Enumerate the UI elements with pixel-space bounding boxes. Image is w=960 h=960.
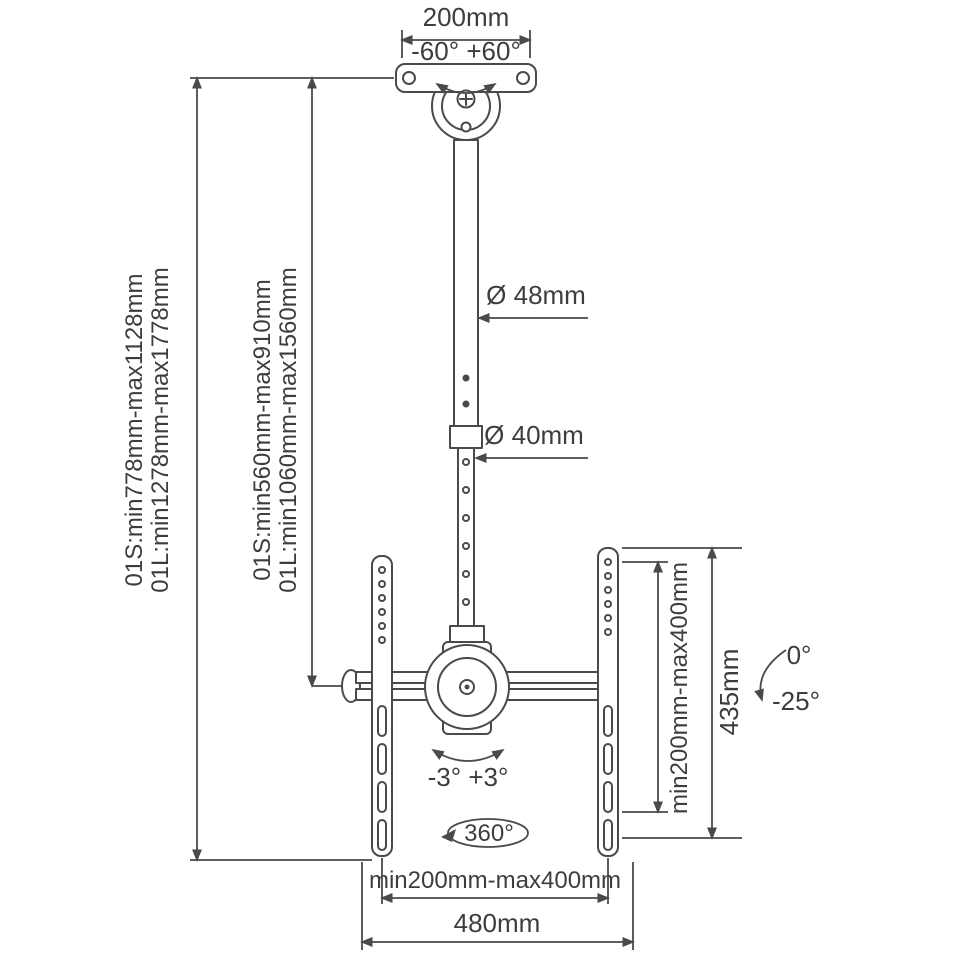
dim-vesa-horizontal: min200mm-max400mm [369, 858, 621, 904]
adjustment-hole [462, 570, 470, 578]
rotation-arrowhead [441, 829, 456, 842]
label-vesa-horizontal: min200mm-max400mm [369, 867, 621, 894]
label-height-inner-l: 01L:min1060mm-max1560mm [275, 267, 302, 592]
adjustment-hole [462, 598, 470, 606]
tilt-hub [424, 625, 510, 735]
rotation-annotation: 360° [441, 818, 529, 848]
telescopic-pole [449, 139, 483, 645]
label-bracket-height: 435mm [714, 649, 744, 736]
tube-coupler [449, 425, 483, 449]
leader-lower-diameter: Ø 40mm [474, 420, 588, 464]
dim-height-outer: 01S:min778mm-max1128mm 01L:min1278mm-max… [121, 76, 394, 862]
top-swivel-annotation: -60° +60° [411, 36, 521, 94]
label-top-width: 200mm [423, 2, 510, 32]
label-height-outer-l: 01L:min1278mm-max1778mm [147, 267, 174, 592]
adjustment-hole [462, 486, 470, 494]
rail-hole [604, 614, 612, 622]
label-height-inner-s: 01S:min560mm-max910mm [249, 279, 276, 580]
tilt-annotation: 0° -25° [754, 640, 820, 716]
rotation-ellipse [447, 818, 529, 848]
label-bottom-swivel: -3° +3° [428, 762, 509, 792]
dim-overall-width: 480mm [360, 862, 635, 950]
rail-hole [378, 608, 386, 616]
right-vesa-rail [597, 547, 619, 857]
swivel-arc-arrow [435, 83, 497, 94]
label-vesa-vertical: min200mm-max400mm [666, 562, 693, 814]
rail-hole [604, 572, 612, 580]
hub-axle-center [464, 684, 470, 690]
rail-hole [604, 600, 612, 608]
rail-slot [603, 819, 613, 851]
ceiling-plate-hole-left [402, 71, 416, 85]
rail-hole [378, 636, 386, 644]
leader-upper-diameter: Ø 48mm [477, 280, 588, 324]
adjustment-hole [462, 514, 470, 522]
label-tilt-min: -25° [772, 686, 820, 716]
tilt-arc-arrow [754, 649, 787, 702]
label-height-outer-s: 01S:min778mm-max1128mm [121, 274, 148, 587]
rail-slot [377, 819, 387, 851]
adjustment-hole [462, 458, 470, 466]
ceiling-plate [395, 63, 537, 93]
hub-inner-ring [437, 657, 497, 717]
rail-slot [603, 743, 613, 775]
upper-tube [453, 139, 479, 427]
adjustment-hole [462, 542, 470, 550]
rail-hole [378, 594, 386, 602]
label-upper-diameter: Ø 48mm [486, 280, 586, 310]
left-vesa-rail [371, 555, 393, 857]
right-rail-body [597, 547, 619, 857]
rail-slot [603, 705, 613, 737]
rail-hole [604, 586, 612, 594]
rail-slot [603, 781, 613, 813]
dim-height-inner: 01S:min560mm-max910mm 01L:min1060mm-max1… [249, 76, 342, 688]
rail-hole [604, 558, 612, 566]
ceiling-mount [395, 63, 537, 141]
rail-hole [378, 566, 386, 574]
dim-top-width: 200mm [400, 2, 532, 58]
rail-slot [377, 743, 387, 775]
swivel-lock-hole [460, 121, 472, 133]
rail-hole [378, 580, 386, 588]
upper-tube-screw-2 [462, 400, 470, 408]
swivel-arc-arrow [431, 748, 505, 762]
label-tilt-max: 0° [787, 640, 812, 670]
rail-hole [604, 628, 612, 636]
ceiling-plate-hole-right [516, 71, 530, 85]
lower-tube [457, 447, 475, 645]
dim-vesa-vertical: min200mm-max400mm [622, 560, 693, 814]
rail-slot [377, 781, 387, 813]
rail-hole [378, 622, 386, 630]
rail-slot [377, 705, 387, 737]
dim-bracket-height: 435mm [622, 546, 744, 840]
label-overall-width: 480mm [454, 908, 541, 938]
label-rotation: 360° [464, 820, 514, 847]
upper-tube-screw-1 [462, 374, 470, 382]
bottom-swivel-annotation: -3° +3° [428, 748, 509, 792]
label-lower-diameter: Ø 40mm [484, 420, 584, 450]
label-top-swivel: -60° +60° [411, 36, 521, 66]
